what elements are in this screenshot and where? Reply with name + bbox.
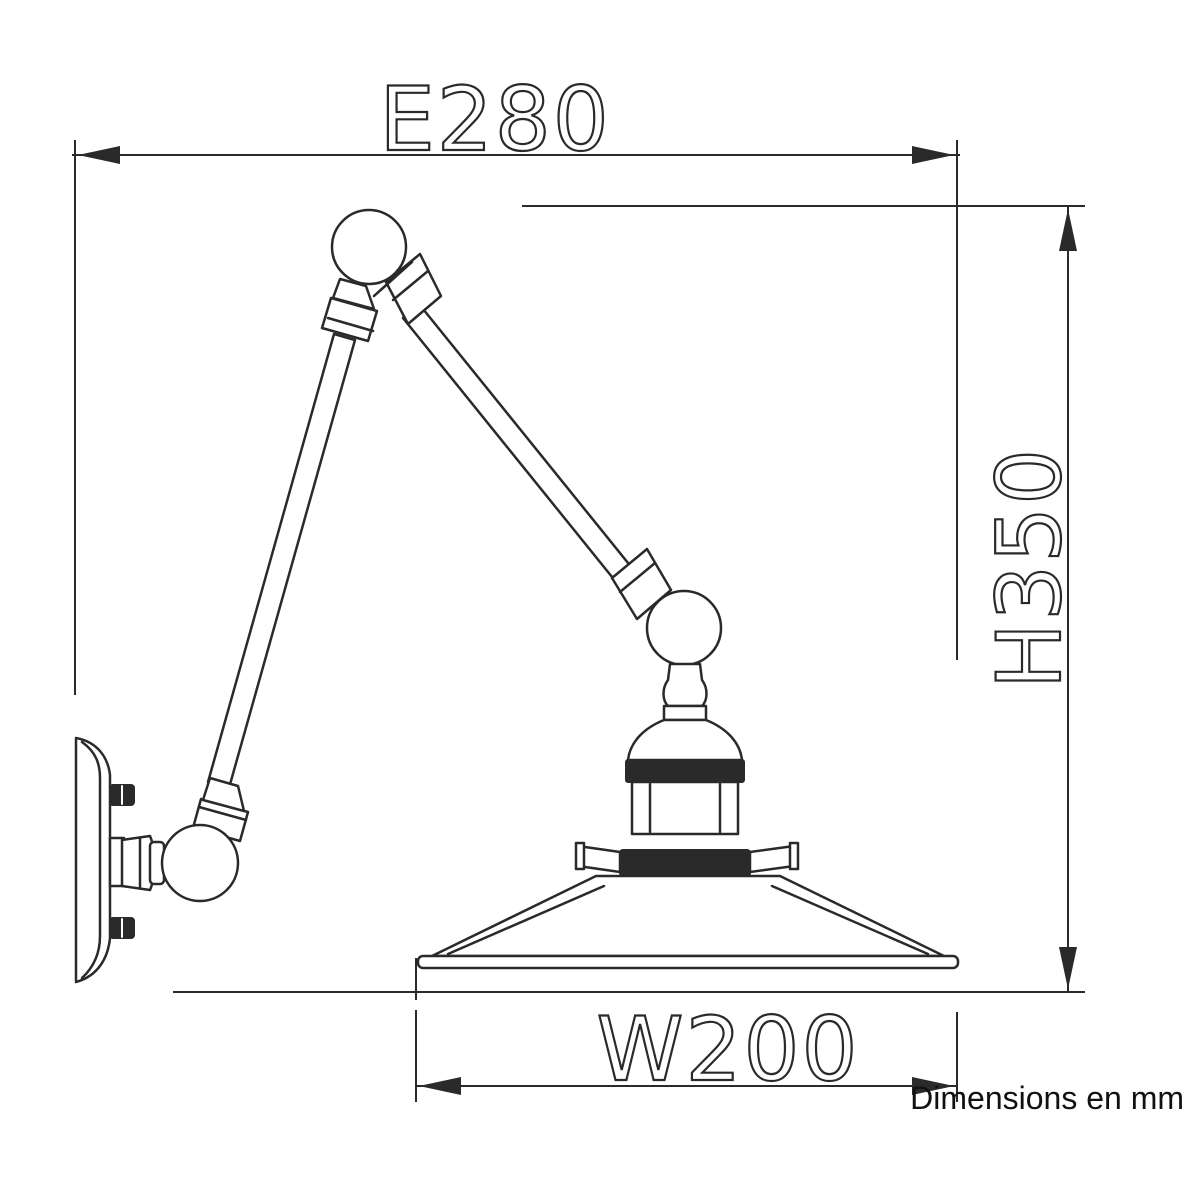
height-dimension: H350	[173, 205, 1085, 993]
lower-arm-tube	[206, 332, 357, 790]
upper-arm	[372, 252, 673, 621]
shade-screw-left	[574, 841, 586, 871]
width-label: W200	[597, 998, 860, 1101]
shade-cone-inner-line-right	[770, 884, 930, 956]
holder-collar	[662, 704, 708, 722]
lower-arm-top-fitting	[320, 296, 379, 343]
upper-arm-tube	[401, 302, 647, 600]
units-caption: Dimensions en mm	[910, 1080, 1184, 1116]
wall-plate-body	[74, 736, 112, 984]
height-bottom-arrow	[1059, 947, 1077, 989]
lower-arm-top-fitting-ring	[326, 316, 375, 333]
base-joint-ball	[160, 823, 240, 903]
lamp-shade	[416, 874, 960, 970]
shade-cone-inner-line	[446, 884, 606, 956]
holder-knurled-ring	[625, 759, 745, 783]
shade-screw-right	[788, 841, 800, 871]
wall-plate	[74, 736, 166, 984]
extension-left-arrow	[78, 146, 120, 164]
holder-neck	[662, 662, 708, 708]
elbow-joint-ball	[330, 208, 408, 286]
shade-joint-ball	[645, 589, 723, 667]
upper-arm-top-fitting-neck	[372, 260, 414, 298]
extension-right-arrow	[912, 146, 954, 164]
shade-cone	[430, 874, 946, 958]
shade-gallery-ring	[619, 849, 751, 877]
height-label: H350	[978, 447, 1081, 689]
lower-arm	[191, 277, 379, 843]
shade-rim	[416, 954, 960, 970]
lower-arm-top-fitting-neck	[331, 277, 376, 311]
width-right-arrow	[912, 1077, 954, 1095]
extension-label: E280	[379, 68, 611, 171]
lamp-holder	[574, 662, 800, 877]
lower-arm-bottom-fitting-neck	[201, 776, 246, 813]
lower-arm-bottom-fitting-ring	[197, 805, 248, 822]
upper-arm-top-fitting-ring	[391, 269, 430, 302]
holder-cap	[626, 718, 744, 762]
upper-arm-bottom-fitting	[610, 547, 673, 621]
height-top-arrow	[1059, 209, 1077, 251]
holder-body	[630, 780, 740, 836]
shade-gallery-bracket-right	[748, 844, 796, 874]
extension-dimension: E280	[72, 67, 960, 695]
width-dimension: W200	[415, 958, 958, 1102]
wall-plate-rim	[80, 740, 102, 980]
width-left-arrow	[419, 1077, 461, 1095]
upper-arm-bottom-fitting-ring	[618, 561, 657, 594]
